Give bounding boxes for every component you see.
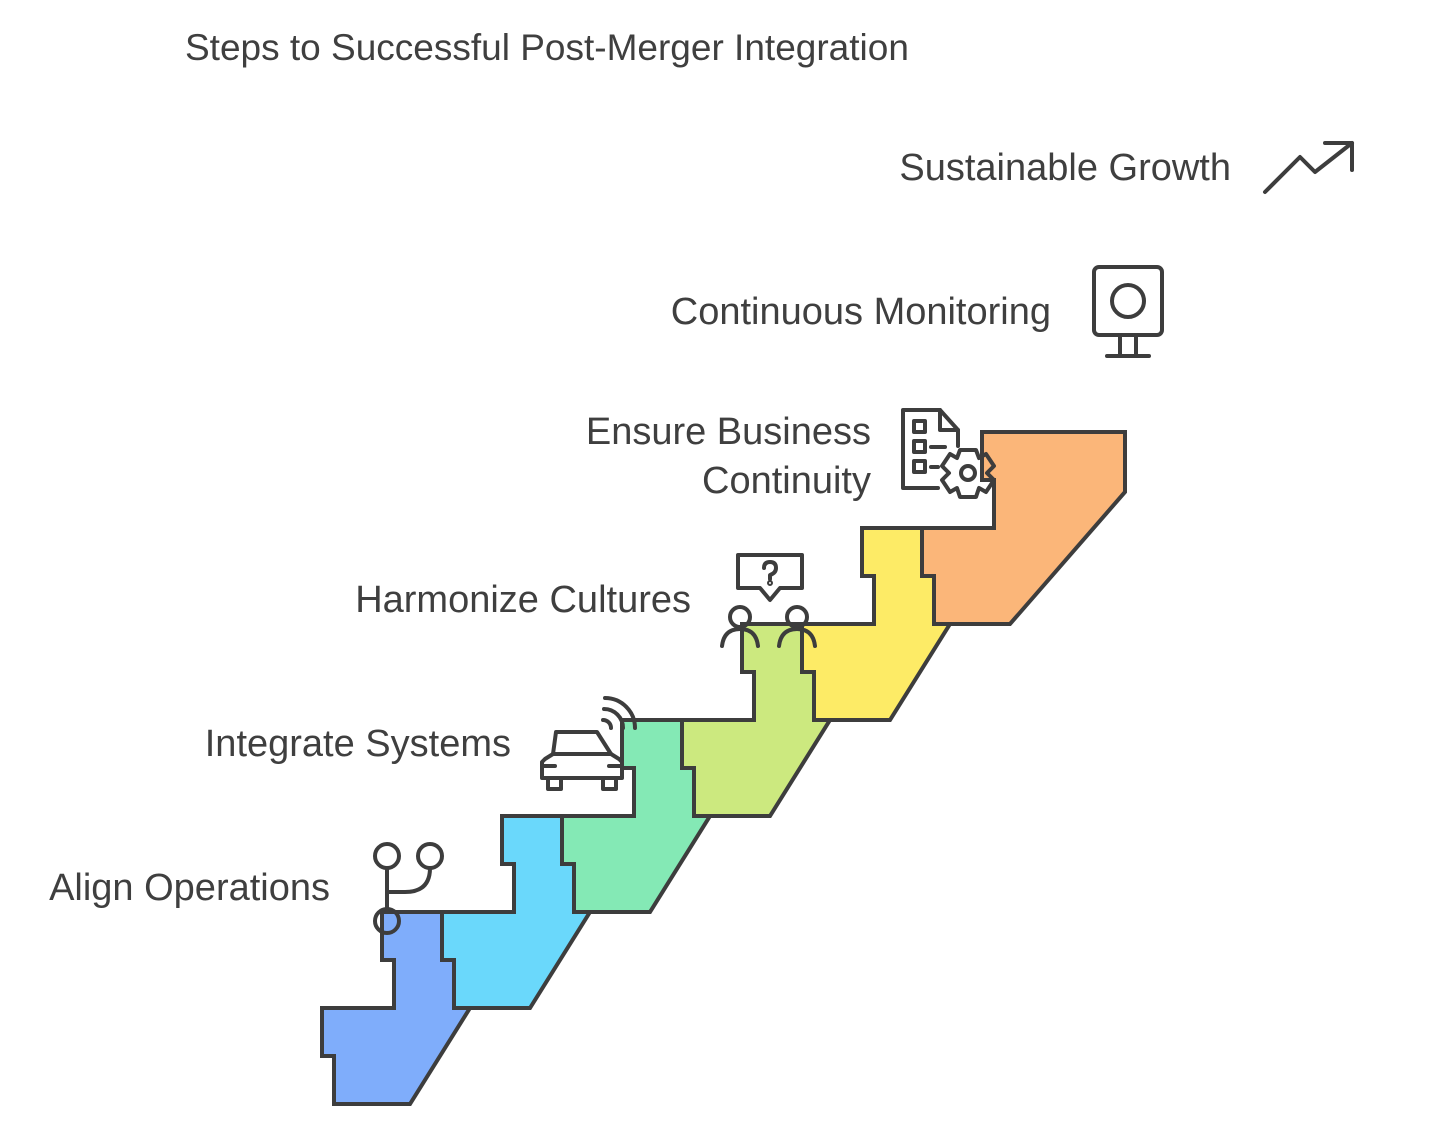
step-label-2: Integrate Systems (205, 723, 511, 765)
step-label-3-line-1: Harmonize Cultures (355, 579, 691, 621)
people-question-icon (720, 553, 817, 648)
checklist-gear-icon (901, 408, 996, 499)
step-label-4-line-1: Ensure Business (586, 411, 871, 453)
step-label-4: Ensure Business Continuity (586, 411, 871, 502)
step-label-1: Align Operations (49, 867, 330, 909)
connected-car-icon (540, 696, 637, 791)
step-label-4-line-2: Continuity (702, 460, 871, 502)
stair-step-6 (920, 430, 1127, 626)
step-label-1-line-1: Align Operations (49, 867, 330, 909)
staircase (320, 430, 1127, 1106)
step-label-5: Continuous Monitoring (671, 291, 1051, 333)
trending-up-icon (1263, 141, 1354, 194)
step-label-6: Sustainable Growth (899, 147, 1231, 189)
git-branch-icon (373, 842, 444, 935)
step-label-2-line-1: Integrate Systems (205, 723, 511, 765)
step-label-5-line-1: Continuous Monitoring (671, 291, 1051, 333)
step-label-6-line-1: Sustainable Growth (899, 147, 1231, 189)
step-label-3: Harmonize Cultures (355, 579, 691, 621)
diagram-title: Steps to Successful Post-Merger Integrat… (185, 27, 909, 68)
monitor-icon (1092, 265, 1164, 358)
